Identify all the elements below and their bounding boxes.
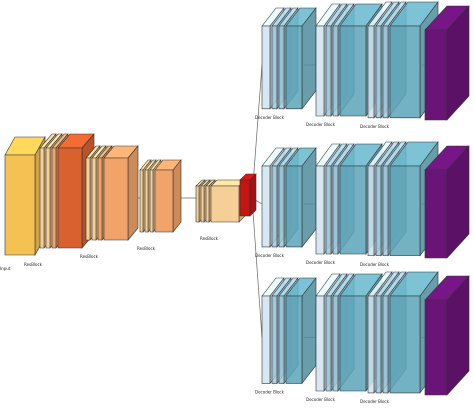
decoder-2-block-label-3: Decoder Block <box>360 262 390 267</box>
decoder-1-block-1-layer-1-front <box>261 25 271 110</box>
decoder-1-block-2-layer-4-front <box>339 25 367 117</box>
decoder-2-output-layer <box>424 145 470 259</box>
encoder-block-label-1: ResBlock <box>24 262 43 267</box>
encoder-block-2-layer-3-front <box>97 157 103 241</box>
encoder-block-label-3: ResBlock <box>137 246 156 251</box>
decoder-2-block-3-layer-3-front <box>382 165 389 257</box>
decoder-2-block-1-layer-2-front <box>271 165 278 248</box>
decoder-2-output-layer-front <box>424 169 448 259</box>
decoder-3-block-2-layer-4-front <box>339 295 367 392</box>
encoder-block-4-layer-3-front <box>205 185 210 223</box>
decoder-3-block-1-layer-4-side <box>301 277 317 385</box>
decoder-1-block-1-layer-4 <box>285 7 317 110</box>
decoder-2-block-3-layer-2-front <box>375 165 382 257</box>
decoder-3-block-1-layer-1-front <box>261 295 271 384</box>
encoder-block-2-layer-4-side <box>127 145 139 241</box>
layer-stack <box>4 1 470 396</box>
decoder-1-block-1-layer-4-side <box>301 7 317 110</box>
decoder-1-output-layer-front <box>424 29 448 121</box>
bottleneck-layer-front <box>239 179 251 217</box>
decoder-2-block-2-layer-4-front <box>339 165 367 255</box>
decoder-3-block-label-2: Decoder Block <box>306 397 336 402</box>
decoder-2-block-1-layer-3-front <box>278 165 285 248</box>
decoder-2-block-3-layer-4-front <box>389 165 421 257</box>
bottleneck-layer <box>239 173 257 217</box>
encoder-block-2-layer-1-front <box>85 157 91 241</box>
decoder-3-block-label-3: Decoder Block <box>360 399 390 404</box>
decoder-1-block-3-layer-2-front <box>375 25 382 119</box>
decoder-3-block-1-layer-3-front <box>278 295 285 384</box>
decoder-3-block-3-layer-1-front <box>367 295 375 394</box>
decoder-2-block-1-layer-4-front <box>285 165 303 248</box>
decoder-2-block-label-1: Decoder Block <box>255 253 285 258</box>
decoder-3-block-1-layer-4-front <box>285 295 303 384</box>
encoder-block-3-layer-3-front <box>149 169 154 233</box>
decoder-2-block-label-2: Decoder Block <box>306 260 336 265</box>
encoder-block-1-layer-3-front <box>51 147 57 249</box>
decoder-2-block-2-layer-3-front <box>332 165 339 255</box>
decoder-2-block-3-layer-1-front <box>367 165 375 257</box>
encoder-block-3-layer-4 <box>154 159 182 233</box>
decoder-1-block-label-2: Decoder Block <box>306 122 336 127</box>
input-layer <box>4 135 46 257</box>
layer-labels: InputResBlockResBlockResBlockResBlockDec… <box>0 115 390 404</box>
decoder-1-block-1-layer-2-front <box>271 25 278 110</box>
decoder-3-block-3-layer-4-front <box>389 295 421 394</box>
encoder-block-3-layer-4-side <box>172 159 182 233</box>
decoder-2-block-2-layer-2-front <box>325 165 332 255</box>
encoder-block-3-layer-2-front <box>144 169 149 233</box>
encoder-block-3-layer-1-front <box>139 169 144 233</box>
encoder-block-label-4: ResBlock <box>200 236 219 241</box>
decoder-3-block-2-layer-2-front <box>325 295 332 392</box>
bottleneck-layer-side <box>249 173 257 217</box>
decoder-1-output-layer <box>424 5 470 121</box>
decoder-3-block-2-layer-1-front <box>315 295 325 392</box>
decoder-1-block-1-layer-3-front <box>278 25 285 110</box>
input-layer-front <box>4 154 36 256</box>
encoder-block-4-layer-2-front <box>200 185 205 223</box>
decoder-1-block-label-1: Decoder Block <box>255 115 285 120</box>
decoder-3-output-layer-front <box>424 299 448 396</box>
encoder-block-4-layer-4-front <box>210 185 240 223</box>
decoder-3-block-2-layer-3-front <box>332 295 339 392</box>
decoder-1-block-label-3: Decoder Block <box>360 124 390 129</box>
encoder-block-1-layer-1-front <box>39 147 45 249</box>
decoder-3-block-1-layer-2-front <box>271 295 278 384</box>
decoder-3-block-label-1: Decoder Block <box>255 389 285 394</box>
decoder-1-block-2-layer-2-front <box>325 25 332 117</box>
decoder-2-block-1-layer-1-front <box>261 165 271 248</box>
decoder-1-block-2-layer-1-front <box>315 25 325 117</box>
encoder-block-2-layer-4 <box>103 145 139 241</box>
encoder-block-4-layer-1-front <box>195 185 200 223</box>
decoder-3-block-3-layer-2-front <box>375 295 382 394</box>
encoder-block-label-2: ResBlock <box>80 254 99 259</box>
decoder-3-block-1-layer-4 <box>285 277 317 385</box>
encoder-block-1-layer-4-front <box>57 147 83 249</box>
decoder-3-block-3-layer-3-front <box>382 295 389 394</box>
encoder-block-1-layer-2-front <box>45 147 51 249</box>
decoder-1-block-2-layer-3-front <box>332 25 339 117</box>
decoder-1-block-3-layer-4-front <box>389 25 421 119</box>
decoder-3-output-layer <box>424 275 470 396</box>
decoder-2-block-2-layer-1-front <box>315 165 325 255</box>
encoder-block-3-layer-4-front <box>154 169 174 233</box>
decoder-1-block-3-layer-3-front <box>382 25 389 119</box>
decoder-branch-arrow-3 <box>251 197 263 338</box>
decoder-2-block-1-layer-4-side <box>301 147 317 248</box>
input-label: Input <box>0 266 11 271</box>
encoder-block-2-layer-4-front <box>103 157 129 241</box>
decoder-1-block-3-layer-1-front <box>367 25 375 119</box>
decoder-2-block-1-layer-4 <box>285 147 317 248</box>
encoder-block-2-layer-2-front <box>91 157 97 241</box>
decoder-1-block-1-layer-4-front <box>285 25 303 110</box>
